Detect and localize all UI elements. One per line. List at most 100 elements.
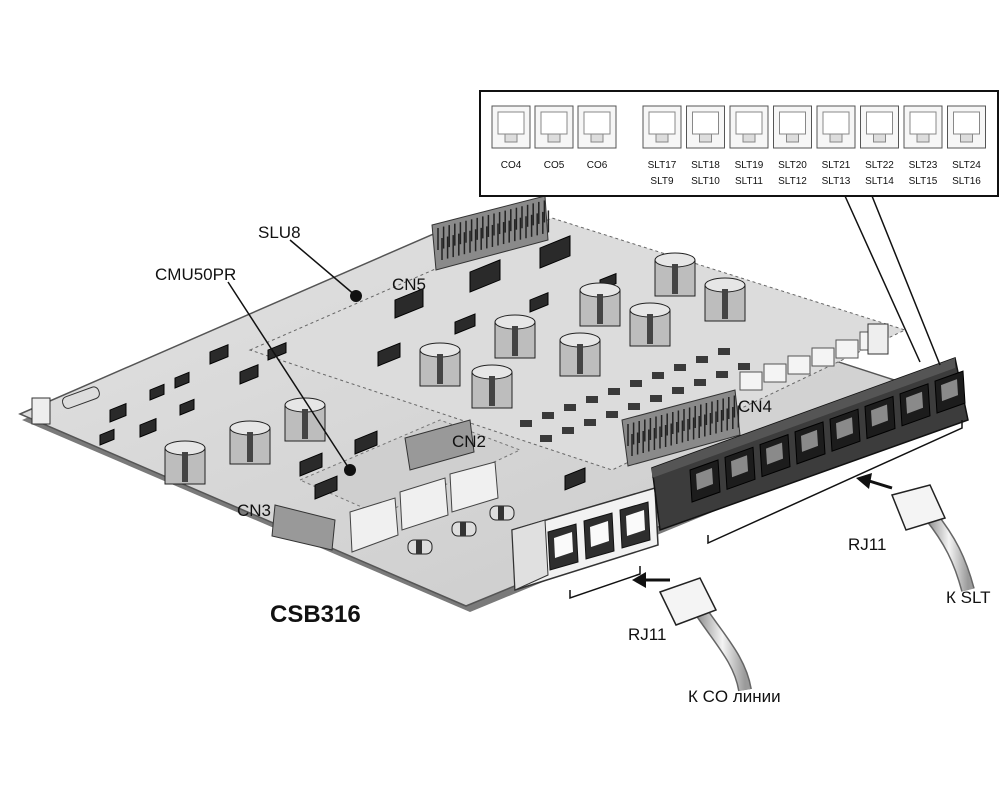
slt-target-label: К SLT [946, 588, 991, 607]
transformer [704, 277, 746, 322]
inset-slt-label-top: SLT17 [648, 160, 677, 171]
cn4-label: CN4 [738, 397, 772, 416]
chip [377, 342, 401, 367]
relay-small [787, 355, 811, 375]
cn5-label: CN5 [392, 275, 426, 294]
resistor [738, 363, 750, 370]
cmu50pr-callout-line [227, 281, 351, 471]
transformer [629, 302, 671, 347]
pin-header-cn4 [621, 389, 741, 467]
pin-header-cn2 [404, 419, 475, 471]
resistor [606, 411, 618, 418]
co-jack-opening [590, 521, 609, 547]
inset-slt-label-bottom: SLT10 [691, 176, 720, 187]
inset-slt-label-bottom: SLT12 [778, 176, 807, 187]
inset-slt-port [686, 105, 725, 149]
inset-leader-1 [844, 195, 921, 363]
transformer [654, 252, 696, 297]
transformer [284, 397, 326, 442]
resistor [542, 412, 554, 419]
slt-bracket [707, 420, 963, 545]
inset-slt-label-bottom: SLT14 [865, 176, 894, 187]
inset-slt-label-top: SLT18 [691, 160, 720, 171]
chip [529, 292, 549, 313]
inset-co-label: CO4 [501, 160, 522, 171]
resistor [608, 388, 620, 395]
chip [454, 313, 476, 335]
inset-co-port [577, 105, 617, 149]
slt-jack-opening [766, 442, 783, 465]
co-cable [658, 577, 752, 692]
chip [139, 417, 157, 438]
resistor [562, 427, 574, 434]
inset-slt-port [860, 105, 899, 149]
chip [149, 383, 165, 401]
chip [539, 235, 571, 269]
transformer [559, 332, 601, 377]
slt-cable [890, 484, 975, 592]
chip [299, 452, 323, 477]
chip [174, 371, 190, 389]
co-jack-opening [554, 532, 573, 558]
resistor [540, 435, 552, 442]
inset-slt-label-top: SLT19 [735, 160, 764, 171]
co-jack-block [511, 487, 659, 592]
capacitor [407, 539, 433, 555]
inset-slt-port [773, 105, 812, 149]
inset-slt-port [642, 105, 682, 149]
resistor [674, 364, 686, 371]
inset-leader-2 [871, 195, 941, 366]
pin-header-cn5 [431, 195, 550, 271]
resistor [584, 419, 596, 426]
slt-jack-opening [906, 391, 923, 414]
transformer [471, 364, 513, 409]
relay-small [835, 339, 859, 359]
cn3-label: CN3 [237, 501, 271, 520]
cmu50pr-callout-dot [344, 464, 356, 476]
inset-slt-label-bottom: SLT9 [650, 176, 674, 187]
inset-slt-label-top: SLT24 [952, 160, 981, 171]
inset-slt-label-top: SLT22 [865, 160, 894, 171]
resistor [586, 396, 598, 403]
capacitor [489, 505, 515, 521]
inset-slt-label-bottom: SLT16 [952, 176, 981, 187]
chip [239, 364, 259, 385]
transformer [494, 314, 536, 359]
relay-small [763, 363, 787, 383]
resistor [652, 372, 664, 379]
resistor [628, 403, 640, 410]
slu8-callout-dot [350, 290, 362, 302]
inset-slt-label-top: SLT21 [822, 160, 851, 171]
pin-header-cn3 [271, 504, 336, 551]
co-rj11-plug [658, 577, 718, 626]
resistor [718, 348, 730, 355]
transformer [579, 282, 621, 327]
inset-slt-label-bottom: SLT13 [822, 176, 851, 187]
slt-jack-opening [871, 404, 888, 427]
transformer-group [164, 252, 746, 555]
chip [469, 259, 501, 293]
resistor [520, 420, 532, 427]
chip [179, 398, 195, 416]
resistor [716, 371, 728, 378]
transformer [229, 420, 271, 465]
cn2-label: CN2 [452, 432, 486, 451]
slt-jack-opening [941, 379, 958, 402]
slu8-label: SLU8 [258, 223, 301, 242]
relay-small [811, 347, 835, 367]
co-jack-opening [626, 510, 645, 536]
inset-co-label: CO5 [544, 160, 565, 171]
resistor [630, 380, 642, 387]
inset-slt-label-top: SLT23 [909, 160, 938, 171]
inset-slt-port [816, 105, 856, 149]
chip [354, 430, 378, 455]
inset-slt-port [729, 105, 769, 149]
inset-co-port [491, 105, 531, 149]
co-target-label: К CO линии [688, 687, 781, 706]
inset-co-port [534, 105, 574, 149]
co-arrow-icon [632, 572, 670, 588]
capacitor-left [31, 386, 100, 425]
slt-plug-label: RJ11 [848, 535, 886, 554]
